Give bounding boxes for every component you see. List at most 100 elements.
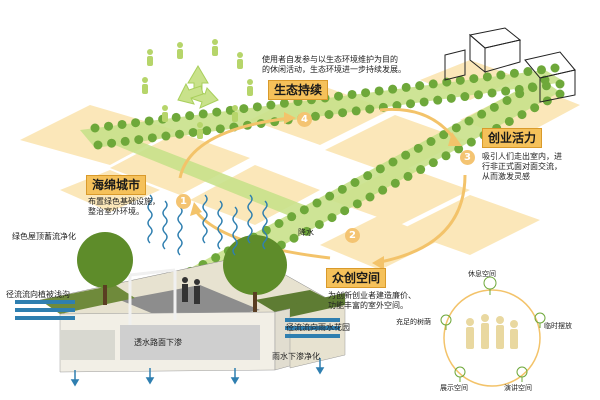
tree-icon [312,198,322,208]
step-number-1: 1 [176,194,191,209]
rain-garden [255,290,330,312]
tree-icon [279,98,289,108]
tree-icon [287,212,297,222]
tree-icon [446,93,456,103]
tree-icon [274,219,284,228]
activity-people-icons [142,39,253,139]
recycle-icon [177,65,219,109]
building-outline [539,69,576,103]
tree-icon [175,129,185,139]
tree-icon [185,111,195,121]
eco-desc-line: 使用者自发参与以生态环境维护为目的 [262,55,398,64]
cycle-arrowheads [190,112,462,270]
tree-icon [502,96,512,105]
tree-icon [517,110,527,120]
tree-icon [338,108,348,118]
sponge-desc-line: 布置绿色基础设施， [88,197,160,206]
tree-icon [310,111,320,121]
tree-icon [536,65,546,75]
activity-ring [440,276,546,387]
ring-label-rest: 休息空间 [468,270,496,278]
tree-icon [289,233,299,243]
tree-icon [347,89,357,99]
tree-icon [198,109,208,119]
cycle-arrow [178,116,291,179]
green-corridor [90,128,330,225]
tree-icon [523,67,533,77]
eco-description: 使用者自发参与以生态环境维护为目的 的休闲活动，生态环境进一步持续发展。 [262,55,406,75]
vitality-desc-line: 行非正式面对面交流， [482,162,562,171]
tree-icon [416,165,426,175]
tree-icon [324,110,334,119]
eco-title: 生态持续 [268,80,329,100]
crowd-desc-line: 为创新创业者建造廉价、 [328,291,416,300]
pergola [128,268,177,325]
label-rain-infiltration: 雨水下渗净化 [272,352,320,361]
city-block [330,165,470,225]
green-corridor [80,70,565,148]
tree-icon [352,199,362,209]
eco-desc-line: 的休闲活动，生态环境进一步持续发展。 [262,65,406,74]
people-silhouette-icon [182,277,200,304]
crowd-desc-line: 功能丰富的室外空间。 [328,301,408,310]
tree-icon [161,131,171,141]
tree-icon [487,88,497,98]
tree-icon [401,82,411,92]
tree-icon [266,100,276,110]
water-wave-icon [147,194,268,256]
section-model [39,254,346,373]
label-runoff-grass: 径流流向植被浅沟 [6,290,70,299]
city-block [320,215,440,270]
tree-icon [351,106,361,116]
tree-icon [406,99,416,109]
tree-icon [215,124,225,134]
tree-icon [504,116,514,126]
ring-label-lecture: 演讲空间 [504,384,532,392]
city-block [325,115,465,175]
tree-icon [390,178,400,188]
tree-icon [482,72,492,82]
tree-icon [415,81,425,91]
tree-icon [107,138,117,148]
crowd-title: 众创空间 [326,268,387,288]
tree-icon [550,63,560,73]
building-sketch [444,27,576,103]
tree-icon [501,86,511,96]
tree-icon [477,109,487,119]
tree-icon [413,143,423,153]
vitality-description: 吸引人们走出室内，进 行非正式面对面交流， 从而激发灵感 [482,152,562,182]
tree-icon [314,219,324,229]
tree-icon [327,213,337,223]
tree-icon [350,178,360,187]
sponge-desc-line: 整治室外环境。 [88,207,144,216]
tree-icon [439,130,449,140]
sponge-description: 布置绿色基础设施， 整治室外环境。 [88,197,160,217]
tree-icon [239,104,249,114]
people-silhouette-icon [466,314,518,349]
tree-icon [428,79,438,89]
down-arrow-icon [70,358,325,387]
tree-icon [120,136,130,146]
tree-icon [131,118,141,128]
building-outline [484,39,521,73]
tree-icon [454,144,464,154]
vitality-desc-line: 吸引人们走出室内，进 [482,152,562,161]
tree-icon [340,206,350,216]
tree-icon [378,185,388,195]
tree-icon [202,126,212,136]
tree-icon [441,151,451,161]
tree-icon [375,164,385,174]
tree-icon [428,158,438,168]
sponge-title: 海绵城市 [86,175,147,195]
gravel-layer [120,325,260,360]
tree-icon [337,184,347,194]
tree-icon [401,150,411,160]
tree-icon [464,116,474,126]
tree-icon [527,82,537,92]
tree-icon [212,107,222,117]
label-rain: 降水 [298,228,314,237]
tree-icon [530,103,540,113]
ring-label-trees: 充足的树荫 [396,318,431,326]
cycle-arrow [379,107,457,141]
